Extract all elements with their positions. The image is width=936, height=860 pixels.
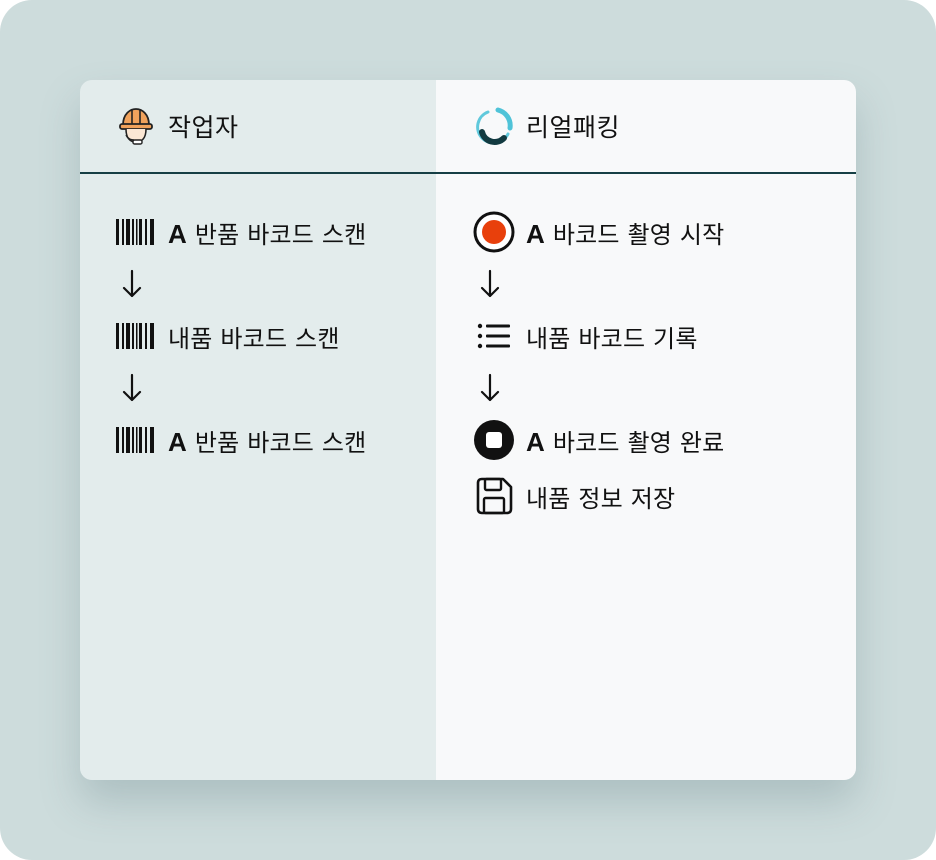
hard-hat-worker-icon [114, 104, 158, 148]
realpacking-step-2: 내품 바코드 기록 [472, 314, 698, 358]
barcode-icon [114, 314, 158, 358]
list-icon [472, 314, 516, 358]
realpacking-step-3: A 바코드 촬영 완료 [472, 418, 724, 462]
down-arrow-icon [118, 368, 146, 408]
step-label: 내품 바코드 스캔 [168, 324, 340, 353]
barcode-icon [114, 418, 158, 462]
realpacking-step-1: A 바코드 촬영 시작 [472, 210, 724, 254]
down-arrow-icon [476, 264, 504, 304]
step-label: 반품 바코드 스캔 [194, 428, 367, 457]
barcode-icon [114, 210, 158, 254]
step-label: 바코드 촬영 완료 [552, 428, 725, 457]
step-prefix: A [526, 426, 545, 457]
worker-step-3: A 반품 바코드 스캔 [114, 418, 366, 462]
realpacking-logo-icon [472, 104, 516, 148]
record-icon [472, 210, 516, 254]
step-label: 내품 정보 저장 [526, 484, 676, 513]
worker-title: 작업자 [168, 113, 239, 142]
worker-header: 작업자 [80, 80, 436, 174]
down-arrow-icon [118, 264, 146, 304]
realpacking-step-4: 내품 정보 저장 [472, 474, 675, 518]
realpacking-header: 리얼패킹 [436, 80, 856, 174]
step-prefix: A [526, 218, 545, 249]
stop-icon [472, 418, 516, 462]
step-label: 바코드 촬영 시작 [552, 220, 725, 249]
step-prefix: A [168, 218, 187, 249]
worker-column: 작업자 A 반품 바코드 스캔 [80, 80, 436, 780]
step-prefix: A [168, 426, 187, 457]
step-label: 내품 바코드 기록 [526, 324, 698, 353]
save-icon [472, 474, 516, 518]
realpacking-title: 리얼패킹 [526, 113, 621, 142]
realpacking-column: 리얼패킹 A 바코드 촬영 시작 [436, 80, 856, 780]
worker-step-1: A 반품 바코드 스캔 [114, 210, 366, 254]
step-label: 반품 바코드 스캔 [194, 220, 367, 249]
workflow-card: 작업자 A 반품 바코드 스캔 [80, 80, 856, 780]
down-arrow-icon [476, 368, 504, 408]
worker-step-2: 내품 바코드 스캔 [114, 314, 340, 358]
